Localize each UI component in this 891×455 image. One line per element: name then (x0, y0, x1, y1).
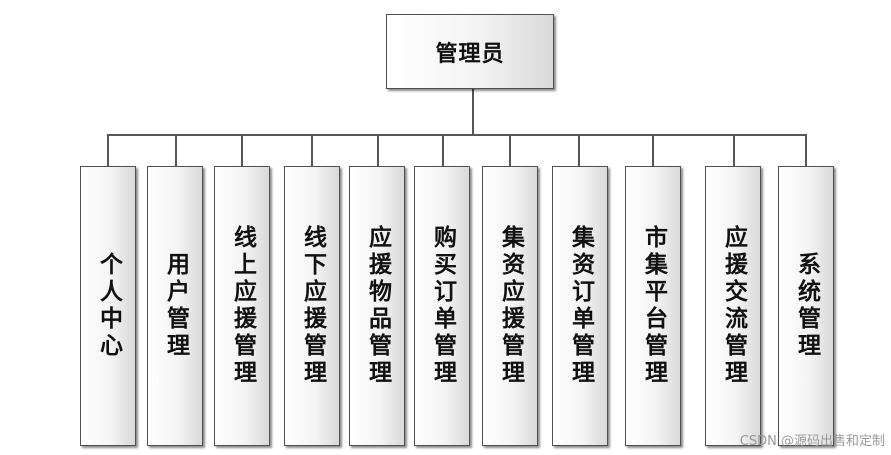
branch-line-1 (107, 134, 109, 166)
module-label: 集资应援管理 (497, 225, 524, 387)
module-node-fundraising-support: 集资应援管理 (482, 166, 538, 446)
module-label: 线下应援管理 (299, 225, 326, 387)
module-label: 用户管理 (162, 252, 189, 360)
watermark-text: CSDN @源码出售和定制 (739, 434, 885, 449)
branch-line-3 (241, 134, 243, 166)
branch-line-6 (442, 134, 444, 166)
module-node-personal-center: 个人中心 (80, 166, 136, 446)
module-label: 线上应援管理 (229, 225, 256, 387)
module-label: 个人中心 (95, 252, 122, 360)
module-node-fundraising-orders: 集资订单管理 (552, 166, 608, 446)
module-label: 应援交流管理 (720, 225, 747, 387)
module-node-system-management: 系统管理 (778, 166, 834, 446)
module-node-support-exchange: 应援交流管理 (705, 166, 761, 446)
module-node-offline-support: 线下应援管理 (284, 166, 340, 446)
module-node-online-support: 线上应援管理 (214, 166, 270, 446)
root-node-label: 管理员 (435, 41, 505, 67)
module-label: 集资订单管理 (567, 225, 594, 387)
branch-line-11 (805, 134, 807, 166)
branch-line-2 (175, 134, 177, 166)
root-connector-line (472, 89, 474, 135)
module-label: 应援物品管理 (364, 225, 391, 387)
root-node-admin: 管理员 (386, 14, 554, 89)
module-node-market-platform: 市集平台管理 (625, 166, 681, 446)
branch-line-9 (652, 134, 654, 166)
module-node-support-items: 应援物品管理 (349, 166, 405, 446)
module-label: 系统管理 (793, 252, 820, 360)
branch-line-8 (578, 134, 580, 166)
module-node-purchase-orders: 购买订单管理 (414, 166, 470, 446)
branch-line-5 (377, 134, 379, 166)
branch-line-10 (733, 134, 735, 166)
horizontal-bus-line (107, 134, 807, 136)
module-node-user-management: 用户管理 (147, 166, 203, 446)
branch-line-7 (509, 134, 511, 166)
branch-line-4 (311, 134, 313, 166)
module-label: 市集平台管理 (640, 225, 667, 387)
module-label: 购买订单管理 (429, 225, 456, 387)
